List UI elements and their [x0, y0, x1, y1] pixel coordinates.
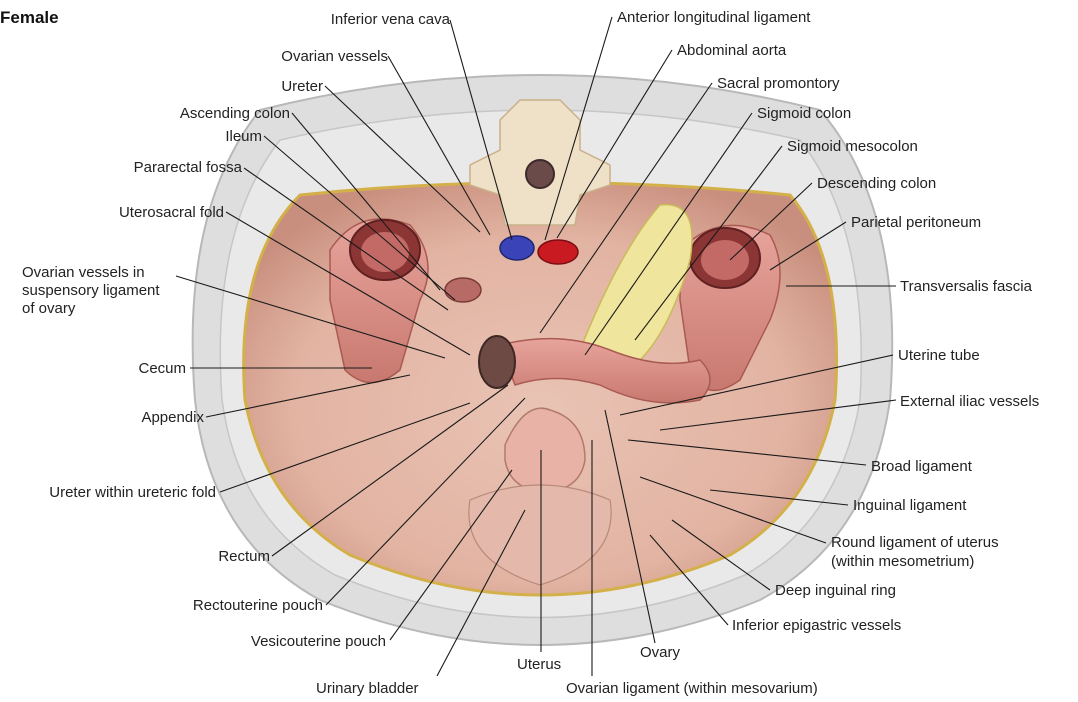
label-appendix: Appendix — [141, 409, 204, 426]
label-descending-colon: Descending colon — [817, 175, 936, 192]
label-vesicouterine-pouch: Vesicouterine pouch — [251, 633, 386, 650]
label-inferior-epigastric-vessels: Inferior epigastric vessels — [732, 617, 901, 634]
rectum-shape — [479, 336, 515, 388]
label-sigmoid-mesocolon: Sigmoid mesocolon — [787, 138, 918, 155]
label-uterine-tube: Uterine tube — [898, 347, 980, 364]
ileum-shape — [445, 278, 481, 302]
label-parietal-peritoneum: Parietal peritoneum — [851, 214, 981, 231]
label-uterosacral-fold: Uterosacral fold — [119, 204, 224, 221]
label-ileum: Ileum — [225, 128, 262, 145]
label-ascending-colon: Ascending colon — [180, 105, 290, 122]
label-rectum: Rectum — [218, 548, 270, 565]
label-sacral-promontory: Sacral promontory — [717, 75, 840, 92]
label-round-ligament-1: Round ligament of uterus — [831, 534, 999, 551]
label-ureter-ureteric-fold: Ureter within ureteric fold — [49, 484, 216, 501]
label-cecum: Cecum — [138, 360, 186, 377]
label-ovarian-vessels-suspensory-3: of ovary — [22, 300, 76, 317]
label-urinary-bladder: Urinary bladder — [316, 680, 419, 697]
label-broad-ligament: Broad ligament — [871, 458, 973, 475]
label-inguinal-ligament: Inguinal ligament — [853, 497, 967, 514]
label-ureter: Ureter — [281, 78, 323, 95]
label-deep-inguinal-ring: Deep inguinal ring — [775, 582, 896, 599]
label-sigmoid-colon: Sigmoid colon — [757, 105, 851, 122]
label-round-ligament-2: (within mesometrium) — [831, 553, 974, 570]
label-inferior-vena-cava: Inferior vena cava — [331, 11, 451, 28]
label-anterior-longitudinal-ligament: Anterior longitudinal ligament — [617, 9, 811, 26]
inferior-vena-cava-vessel — [500, 236, 534, 260]
label-ovarian-vessels-suspensory-2: suspensory ligament — [22, 282, 160, 299]
label-ovarian-ligament: Ovarian ligament (within mesovarium) — [566, 680, 818, 697]
label-pararectal-fossa: Pararectal fossa — [134, 159, 243, 176]
label-ovarian-vessels-suspensory-1: Ovarian vessels in — [22, 264, 145, 281]
figure-title: Female — [0, 8, 59, 27]
label-external-iliac-vessels: External iliac vessels — [900, 393, 1039, 410]
abdominal-aorta-vessel — [538, 240, 578, 264]
label-transversalis-fascia: Transversalis fascia — [900, 278, 1033, 295]
label-rectouterine-pouch: Rectouterine pouch — [193, 597, 323, 614]
label-ovarian-vessels: Ovarian vessels — [281, 48, 388, 65]
label-ovary: Ovary — [640, 644, 681, 661]
label-abdominal-aorta: Abdominal aorta — [677, 42, 787, 59]
label-uterus: Uterus — [517, 656, 561, 673]
